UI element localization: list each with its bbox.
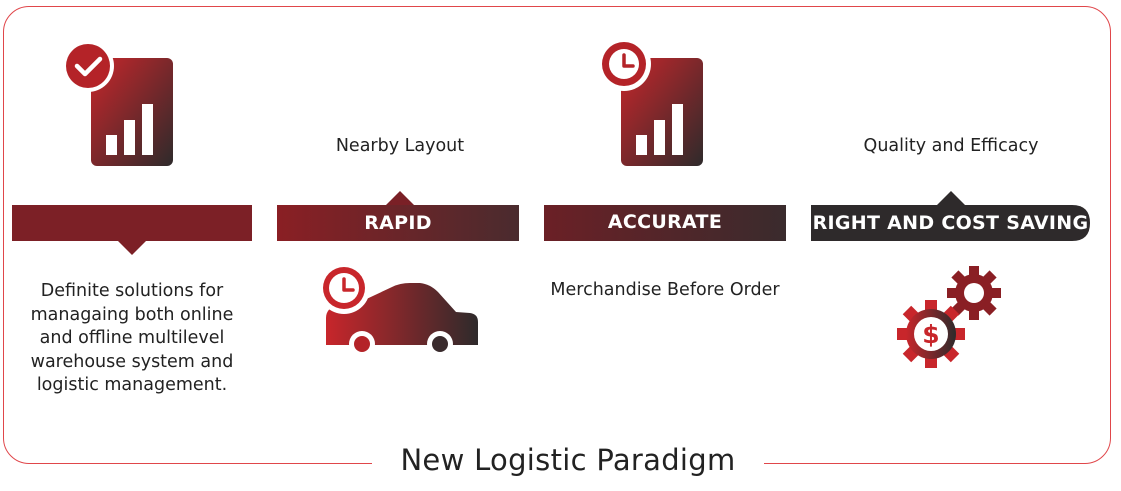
banner-1 <box>12 205 252 255</box>
footer-gap <box>372 450 764 480</box>
banner-accurate-label: ACCURATE <box>607 211 723 233</box>
banner-accurate <box>544 205 786 241</box>
banner-rapid <box>277 191 519 241</box>
report-check-icon <box>62 40 173 166</box>
delivery-car-clock-icon <box>318 262 478 357</box>
column-4-caption: Quality and Efficacy <box>863 136 1039 156</box>
banner-right-and-cost-saving-label: RIGHT AND COST SAVING <box>812 212 1089 234</box>
column-3-caption: Merchandise Before Order <box>550 280 780 300</box>
banner-right-and-cost-saving <box>811 191 1090 241</box>
footer-title: New Logistic Paradigm <box>400 443 736 477</box>
svg-text:$: $ <box>922 320 939 349</box>
gears-dollar-icon: $ <box>897 266 1001 368</box>
column-1-description: Definite solutions for managaing both on… <box>30 281 234 395</box>
report-clock-icon <box>597 37 703 166</box>
column-2-caption: Nearby Layout <box>335 136 465 156</box>
banner-rapid-label: RAPID <box>364 212 432 234</box>
